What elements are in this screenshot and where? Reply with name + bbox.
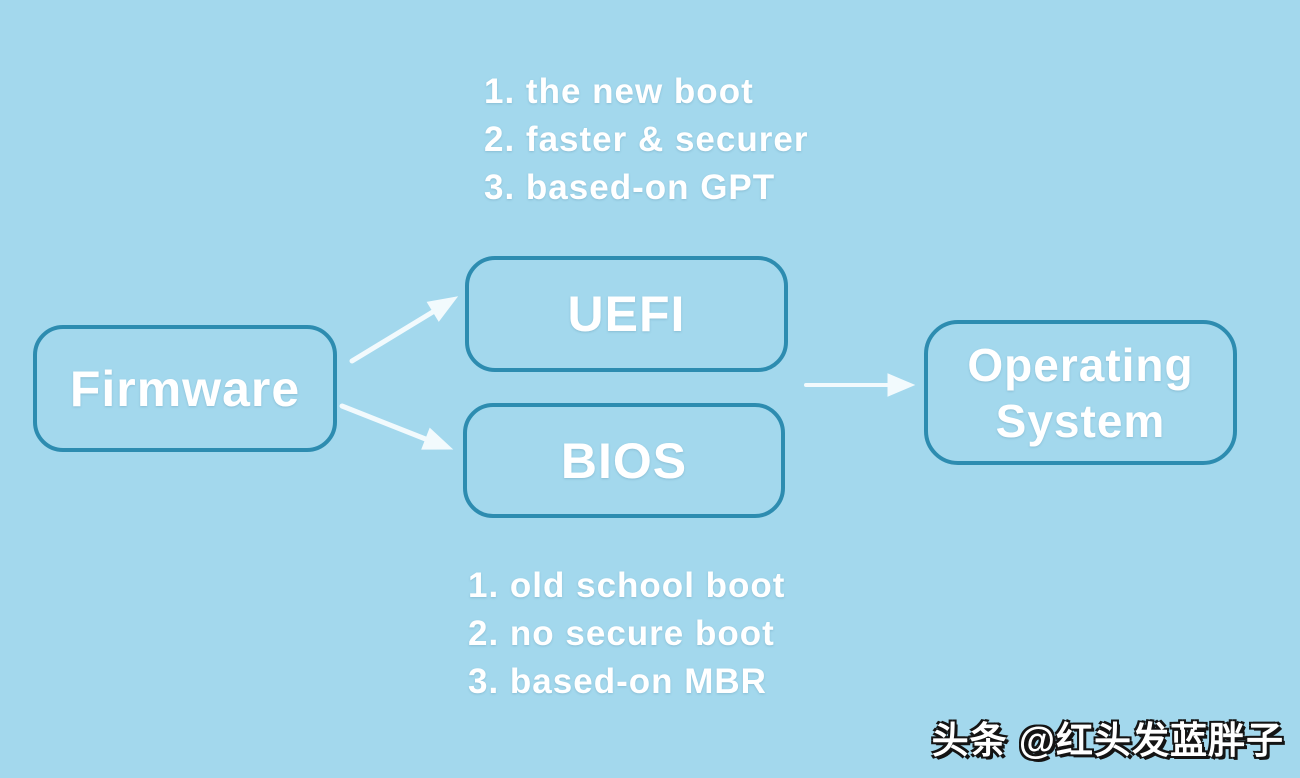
uefi-note-3: 3. based-on GPT [484,168,776,207]
watermark-text: 头条 @红头发蓝胖子 [931,720,1284,761]
arrow-firmware-to-bios-icon [339,403,454,450]
operating-system-node: Operating System [924,320,1237,465]
uefi-notes-list: 1. the new boot 2. faster & securer 3. b… [484,68,808,212]
bios-note-1: 1. old school boot [468,566,786,605]
bios-node: BIOS [463,403,785,518]
arrow-firmware-to-uefi-icon [349,296,459,364]
bios-note-3: 3. based-on MBR [468,662,767,701]
uefi-label: UEFI [567,286,686,342]
bios-label: BIOS [560,432,688,489]
watermark: 头条 @红头发蓝胖子 [932,710,1284,764]
bios-note-2: 2. no secure boot [468,614,775,653]
operating-system-label: Operating System [967,338,1194,447]
uefi-node: UEFI [465,256,788,372]
uefi-note-2: 2. faster & securer [484,120,809,159]
firmware-label: Firmware [69,360,301,417]
bios-notes-list: 1. old school boot 2. no secure boot 3. … [468,562,785,706]
arrow-to-operating-system-icon [804,373,916,397]
firmware-node: Firmware [33,325,337,452]
uefi-note-1: 1. the new boot [484,72,754,111]
